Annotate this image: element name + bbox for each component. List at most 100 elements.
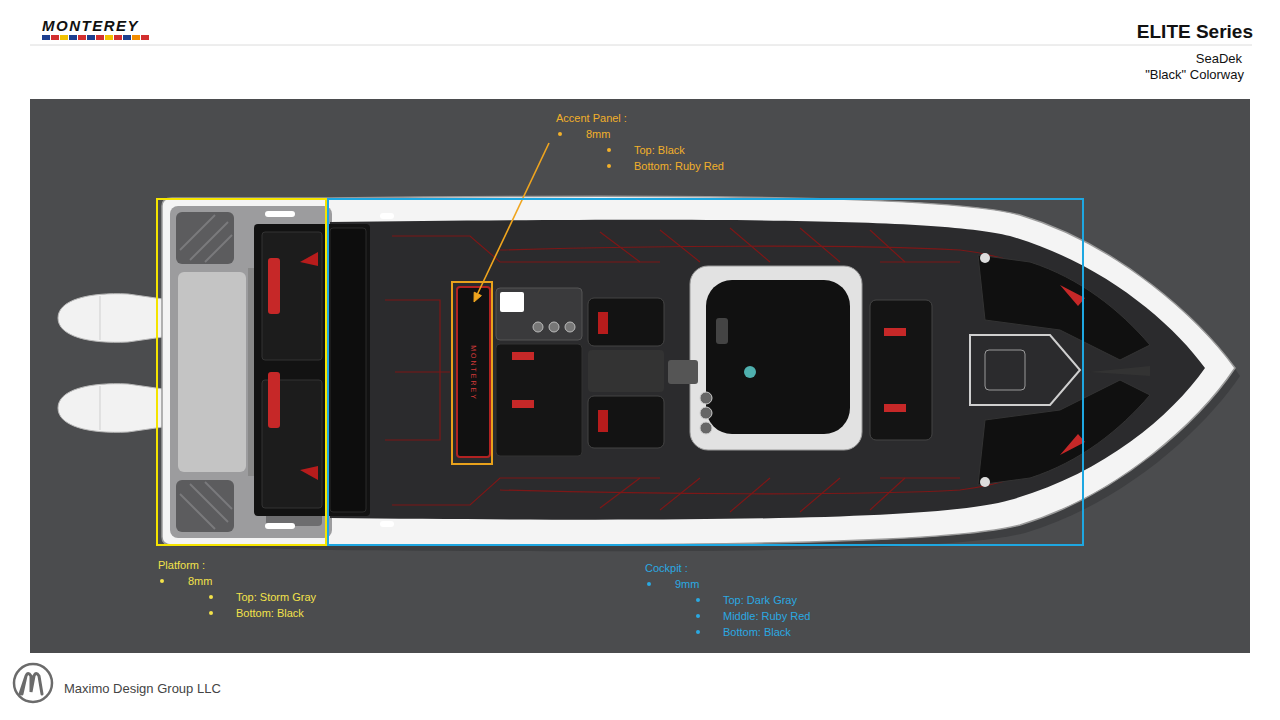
gauge xyxy=(700,422,712,434)
boat-detail xyxy=(132,35,140,40)
boat-detail xyxy=(265,211,295,217)
red-accent xyxy=(884,328,906,336)
accent-zone: Accent Panel :8mmTop: BlackBottom: Ruby … xyxy=(451,281,493,465)
bench-back xyxy=(330,228,366,512)
helm-seat xyxy=(588,298,664,346)
throttle xyxy=(668,360,698,384)
boat-detail xyxy=(96,35,104,40)
bow-hatch xyxy=(985,350,1025,390)
red-accent xyxy=(512,400,534,408)
red-accent xyxy=(268,258,280,314)
boat-detail xyxy=(180,494,215,529)
layer-color: Bottom: Black xyxy=(723,624,791,640)
red-accent xyxy=(598,312,608,334)
gunwale-cleats xyxy=(265,211,394,529)
platform-zone: Platform :8mmTop: Storm GrayBottom: Blac… xyxy=(156,198,327,546)
cleat xyxy=(980,477,990,487)
cockpit-zone: Cockpit :9mmTop: Dark GrayMiddle: Ruby R… xyxy=(327,198,1084,546)
bullet-dot xyxy=(160,579,164,583)
zone-heading: Platform : xyxy=(158,557,205,573)
thickness-spec: 9mm xyxy=(675,576,699,592)
boat-detail xyxy=(392,478,660,505)
cockpit-deck xyxy=(330,220,1205,520)
icebox xyxy=(496,288,582,340)
boat-detail xyxy=(100,296,101,340)
forward-seat xyxy=(870,300,932,440)
boat-detail xyxy=(42,35,50,40)
colorway-name: "Black" Colorway xyxy=(1145,67,1244,82)
red-accent xyxy=(300,252,318,480)
bullet-dot xyxy=(558,132,562,136)
company-name: Maximo Design Group LLC xyxy=(64,681,221,696)
arrow-head xyxy=(474,292,481,302)
series-title: ELITE Series xyxy=(1137,21,1253,43)
boat-detail xyxy=(123,35,131,40)
boat-detail xyxy=(385,300,440,440)
gauge xyxy=(700,407,712,419)
bow-seating xyxy=(978,380,1150,485)
icebox-lid xyxy=(500,292,524,312)
center-bench xyxy=(496,344,582,456)
dark-panel xyxy=(30,99,1250,653)
hull-outline xyxy=(162,196,1235,545)
bullet-dot xyxy=(607,164,611,168)
platform-pad xyxy=(176,480,234,532)
boat-detail xyxy=(87,35,95,40)
boat-detail xyxy=(205,235,232,262)
layer-color: Middle: Ruby Red xyxy=(723,608,810,624)
red-accent xyxy=(268,372,280,428)
header-rule xyxy=(30,45,1252,46)
boat-detail xyxy=(190,222,228,260)
layer-color: Bottom: Ruby Red xyxy=(634,158,724,174)
boat-detail xyxy=(190,484,228,522)
flag-strip xyxy=(42,35,149,40)
zone-heading: Cockpit : xyxy=(645,560,688,576)
leader-arrow xyxy=(477,143,549,295)
boat-detail xyxy=(100,386,101,430)
layer-color: Top: Dark Gray xyxy=(723,592,797,608)
compass xyxy=(744,366,756,378)
bow-locker xyxy=(970,335,1080,405)
boat-detail xyxy=(60,35,68,40)
bullet-dot xyxy=(209,595,213,599)
layer-color: Bottom: Black xyxy=(236,605,304,621)
boat-detail xyxy=(205,482,232,509)
cleat xyxy=(980,253,990,263)
gauge xyxy=(549,322,559,332)
boat-detail xyxy=(265,523,295,529)
layer-color: Top: Storm Gray xyxy=(236,589,316,605)
seat-base xyxy=(588,350,664,392)
boat-detail xyxy=(141,35,149,40)
bow-point xyxy=(1090,366,1150,376)
platform-pad xyxy=(176,212,234,264)
bullet-dot xyxy=(696,614,700,618)
panel-logo: MONTEREY xyxy=(469,345,478,401)
rear-bench xyxy=(254,224,370,516)
thickness-spec: 8mm xyxy=(586,126,610,142)
layer-color: Top: Black xyxy=(634,142,685,158)
boat-detail xyxy=(395,371,450,372)
maximo-logo xyxy=(14,664,52,702)
zone-heading: Accent Panel : xyxy=(556,110,627,126)
gauge xyxy=(565,322,575,332)
accent-panel xyxy=(457,287,490,457)
boat-detail xyxy=(380,521,394,527)
thickness-spec: 8mm xyxy=(188,573,212,589)
red-accent xyxy=(884,404,906,412)
console-top xyxy=(706,280,850,434)
steering xyxy=(716,318,728,344)
bullet-dot xyxy=(209,611,213,615)
red-accent xyxy=(598,410,608,432)
bullet-dot xyxy=(696,630,700,634)
material-name: SeaDek xyxy=(1196,51,1242,66)
bow-seating xyxy=(978,255,1150,360)
boat-detail xyxy=(51,35,59,40)
brand-logo: MONTEREY xyxy=(42,17,139,34)
maximo-logo-mark xyxy=(20,674,42,695)
boat-detail xyxy=(180,215,215,250)
boat-detail xyxy=(69,35,77,40)
red-accent xyxy=(512,352,534,360)
boat-detail xyxy=(114,35,122,40)
boat-detail xyxy=(600,228,905,262)
platform-center xyxy=(178,272,246,472)
